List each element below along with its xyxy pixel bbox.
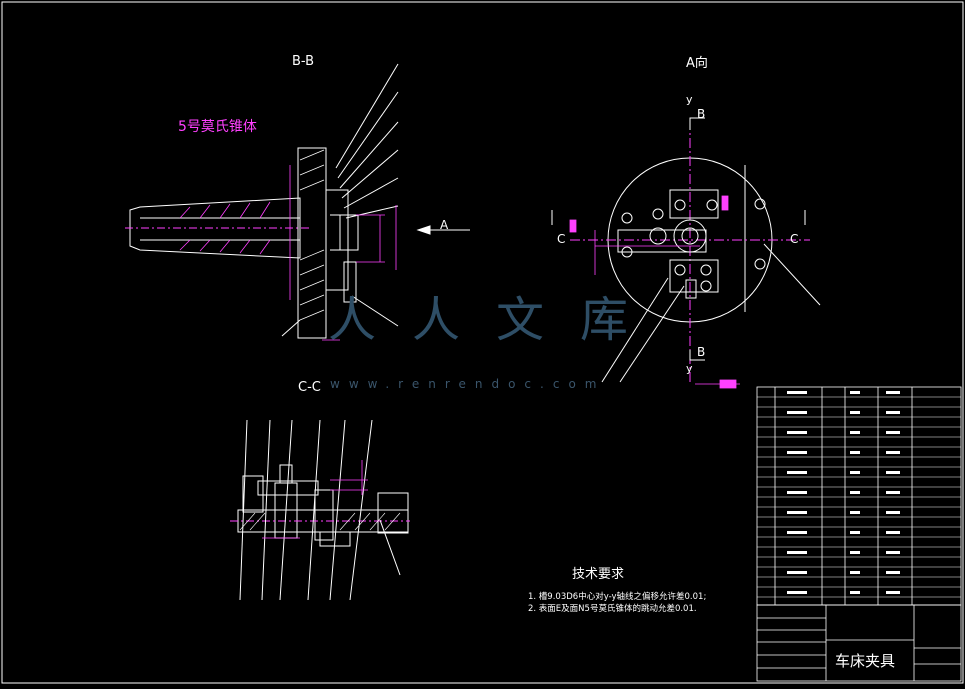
tech-requirement-2: 2. 表面E及面N5号莫氏锥体的跳动允差0.01. — [528, 604, 697, 614]
view-label-cc: C-C — [298, 380, 321, 395]
bb-dimensions — [289, 165, 397, 341]
tech-requirements-heading: 技术要求 — [572, 567, 625, 582]
a-view-dimensions — [569, 195, 740, 389]
title-block — [756, 604, 962, 682]
axis-y-bottom-label: y — [686, 362, 693, 375]
cc-dimensions — [262, 460, 368, 539]
section-b-top-label: B — [697, 107, 706, 121]
axis-y-top-label: y — [686, 93, 693, 106]
view-a-direction — [551, 117, 821, 385]
drawing-name: 车床夹具 — [835, 652, 896, 670]
watermark-url: www.renrendoc.com — [330, 377, 606, 391]
parts-list-cell-marks — [787, 391, 900, 594]
tech-requirement-1: 1. 槽9.03D6中心对y-y轴线之偏移允许差0.01; — [528, 592, 707, 602]
section-view-cc — [230, 419, 410, 601]
morse-taper-label: 5号莫氏锥体 — [178, 119, 257, 135]
section-c-right-label: C — [790, 232, 799, 246]
section-c-left-label: C — [557, 232, 566, 246]
arrow-a-label: A — [440, 218, 449, 232]
view-label-bb: B-B — [292, 54, 315, 69]
view-label-a: A向 — [686, 56, 708, 71]
section-b-bottom-label: B — [697, 345, 706, 359]
parts-list-rows — [757, 396, 961, 598]
section-view-bb — [125, 63, 399, 339]
view-arrow-a — [416, 225, 470, 235]
watermark-logo: 人人文库 — [328, 292, 665, 348]
